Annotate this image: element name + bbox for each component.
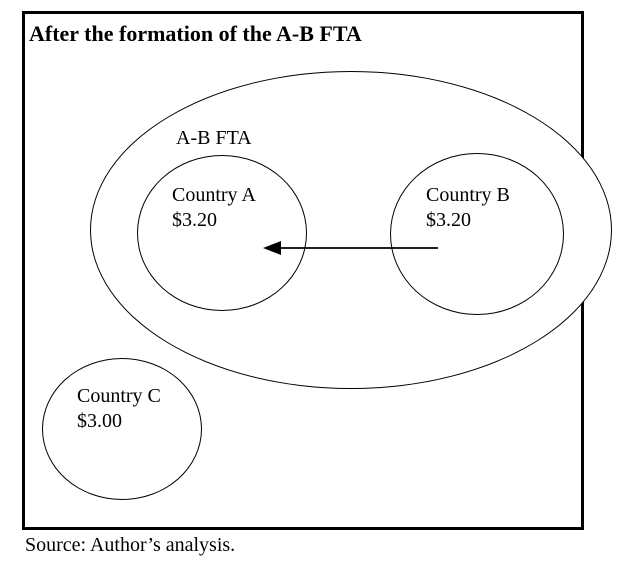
country-b-circle [390, 153, 564, 315]
country-b-label: Country B $3.20 [426, 183, 510, 233]
trade-flow-arrow-icon [263, 241, 438, 255]
country-a-label: Country A $3.20 [172, 183, 256, 233]
diagram-title: After the formation of the A-B FTA [29, 21, 362, 46]
country-c-price: $3.00 [77, 410, 122, 432]
country-c-label: Country C $3.00 [77, 384, 161, 434]
country-a-price: $3.20 [172, 209, 217, 231]
country-c-circle [42, 358, 202, 500]
country-b-price: $3.20 [426, 209, 471, 231]
fta-label: A-B FTA [176, 127, 252, 149]
country-b-name: Country B [426, 184, 510, 206]
country-c-name: Country C [77, 385, 161, 407]
source-note: Source: Author’s analysis. [25, 534, 236, 556]
country-a-name: Country A [172, 184, 256, 206]
country-a-circle [137, 155, 307, 311]
